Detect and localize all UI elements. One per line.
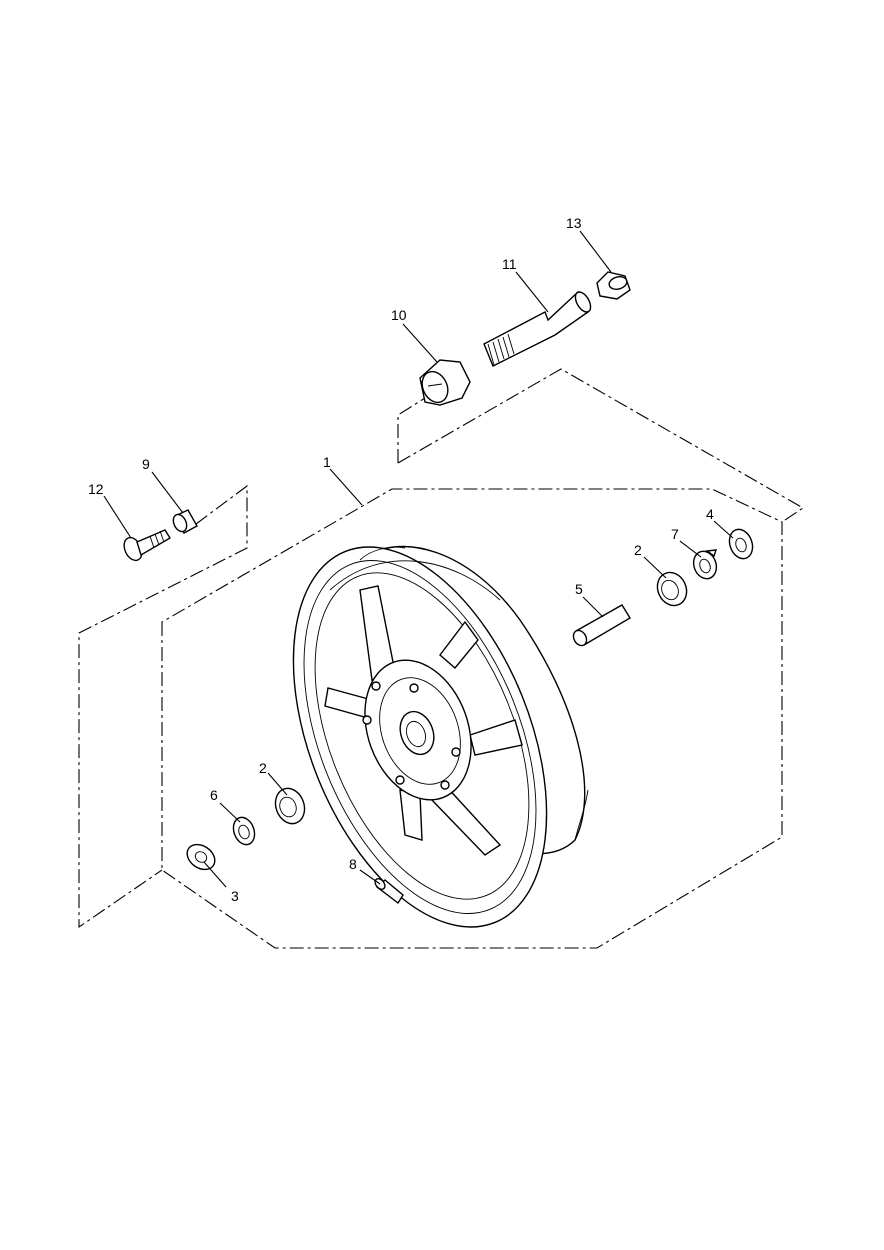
hub-bolt-hole <box>362 715 372 725</box>
thread-line <box>492 341 500 363</box>
callout-12: 12 <box>88 481 104 497</box>
callout-4: 4 <box>706 506 714 522</box>
bush-face <box>608 276 628 290</box>
leader-3 <box>203 861 227 888</box>
axle-nut <box>419 359 471 406</box>
leader-4 <box>713 520 734 539</box>
hub-bolt-holes <box>362 681 461 790</box>
axle-body <box>483 290 589 367</box>
bolt-thread <box>159 530 165 543</box>
bolt-thread <box>154 533 160 546</box>
axle-nut-slot <box>427 383 443 387</box>
circlip-outer <box>692 550 718 580</box>
axle-end <box>574 291 592 313</box>
bolt-thread <box>149 535 155 549</box>
callout-3: 3 <box>231 888 239 904</box>
bolt-spacer <box>172 509 198 534</box>
bolt-spacer-end <box>172 513 188 533</box>
circlip-inner <box>699 558 711 574</box>
leader-5 <box>582 596 604 618</box>
bearing-inner <box>661 579 679 601</box>
bearing-inner <box>279 796 297 818</box>
bearing-right <box>656 571 688 607</box>
axle-outline-dashed <box>397 368 805 523</box>
washer-inner <box>735 537 747 553</box>
hub-bolt-hole <box>371 681 381 691</box>
bearing-outer <box>274 787 306 825</box>
thread-line <box>507 333 515 355</box>
bolt-shank <box>136 529 171 557</box>
bolt-outline-dashed <box>78 484 248 929</box>
bearing-left <box>274 787 306 825</box>
circlip-inner <box>238 824 250 840</box>
callout-6: 6 <box>210 787 218 803</box>
wheel-rim-inner-1 <box>303 560 537 914</box>
leader-1 <box>329 468 363 506</box>
leader-7 <box>679 540 702 558</box>
wheel-rim-width-lines <box>329 546 589 841</box>
leader-8 <box>359 869 381 885</box>
wheel <box>292 545 589 928</box>
washer-inner <box>194 851 208 863</box>
callout-11: 11 <box>502 256 517 272</box>
wheel-hub-bore-inner <box>405 720 427 748</box>
spacer <box>572 604 631 647</box>
wheel-outline-dashed <box>161 488 783 949</box>
callout-13: 13 <box>566 215 582 231</box>
leader-12 <box>103 495 132 539</box>
assembly-outline <box>78 368 805 949</box>
callout-7: 7 <box>671 526 679 542</box>
thread-line <box>487 343 495 366</box>
bolt <box>123 529 171 562</box>
hub-bolt-hole <box>440 780 450 790</box>
washer-right <box>728 528 754 560</box>
callout-2-right: 2 <box>634 542 642 558</box>
leader-lines <box>103 230 734 888</box>
washer-outer <box>186 843 216 871</box>
callout-5: 5 <box>575 581 583 597</box>
axle-nut-face <box>421 370 449 404</box>
tyre-valve <box>374 878 404 905</box>
callout-9: 9 <box>142 456 150 472</box>
spacer-end <box>572 629 588 647</box>
bearing-outer <box>656 571 688 607</box>
leader-6 <box>219 802 241 823</box>
callout-2-left: 2 <box>259 760 267 776</box>
callouts: 1 2 2 3 4 5 6 7 8 9 10 11 12 13 <box>88 215 714 904</box>
circlip-left <box>232 816 256 846</box>
callout-8: 8 <box>349 856 357 872</box>
leader-2b <box>267 772 288 796</box>
leader-2a <box>643 556 667 579</box>
circlip-tab <box>705 549 718 558</box>
leader-13 <box>579 230 612 273</box>
spoke-right <box>469 719 523 756</box>
circlip-outer <box>232 816 256 846</box>
callout-1: 1 <box>323 454 331 470</box>
spoke-upper-right <box>439 620 479 669</box>
washer-left <box>186 843 216 871</box>
wheel-hub-bore <box>399 710 435 756</box>
circlip-right <box>692 549 718 580</box>
bush <box>596 271 631 300</box>
callout-10: 10 <box>391 307 407 323</box>
wheel-rim-inner-2 <box>314 572 530 900</box>
wheel-spokes <box>324 585 523 856</box>
leader-10 <box>402 323 438 363</box>
leader-9 <box>151 471 184 514</box>
axle-thread <box>487 333 515 366</box>
hub-bolt-hole <box>409 683 419 693</box>
leader-11 <box>515 271 549 313</box>
axle <box>483 290 592 367</box>
washer-outer <box>728 528 754 560</box>
thread-line <box>497 338 505 360</box>
hub-bolt-hole <box>451 747 461 757</box>
hub-bolt-hole <box>395 775 405 785</box>
thread-line <box>502 336 510 358</box>
wheel-hub-ring <box>379 677 461 785</box>
